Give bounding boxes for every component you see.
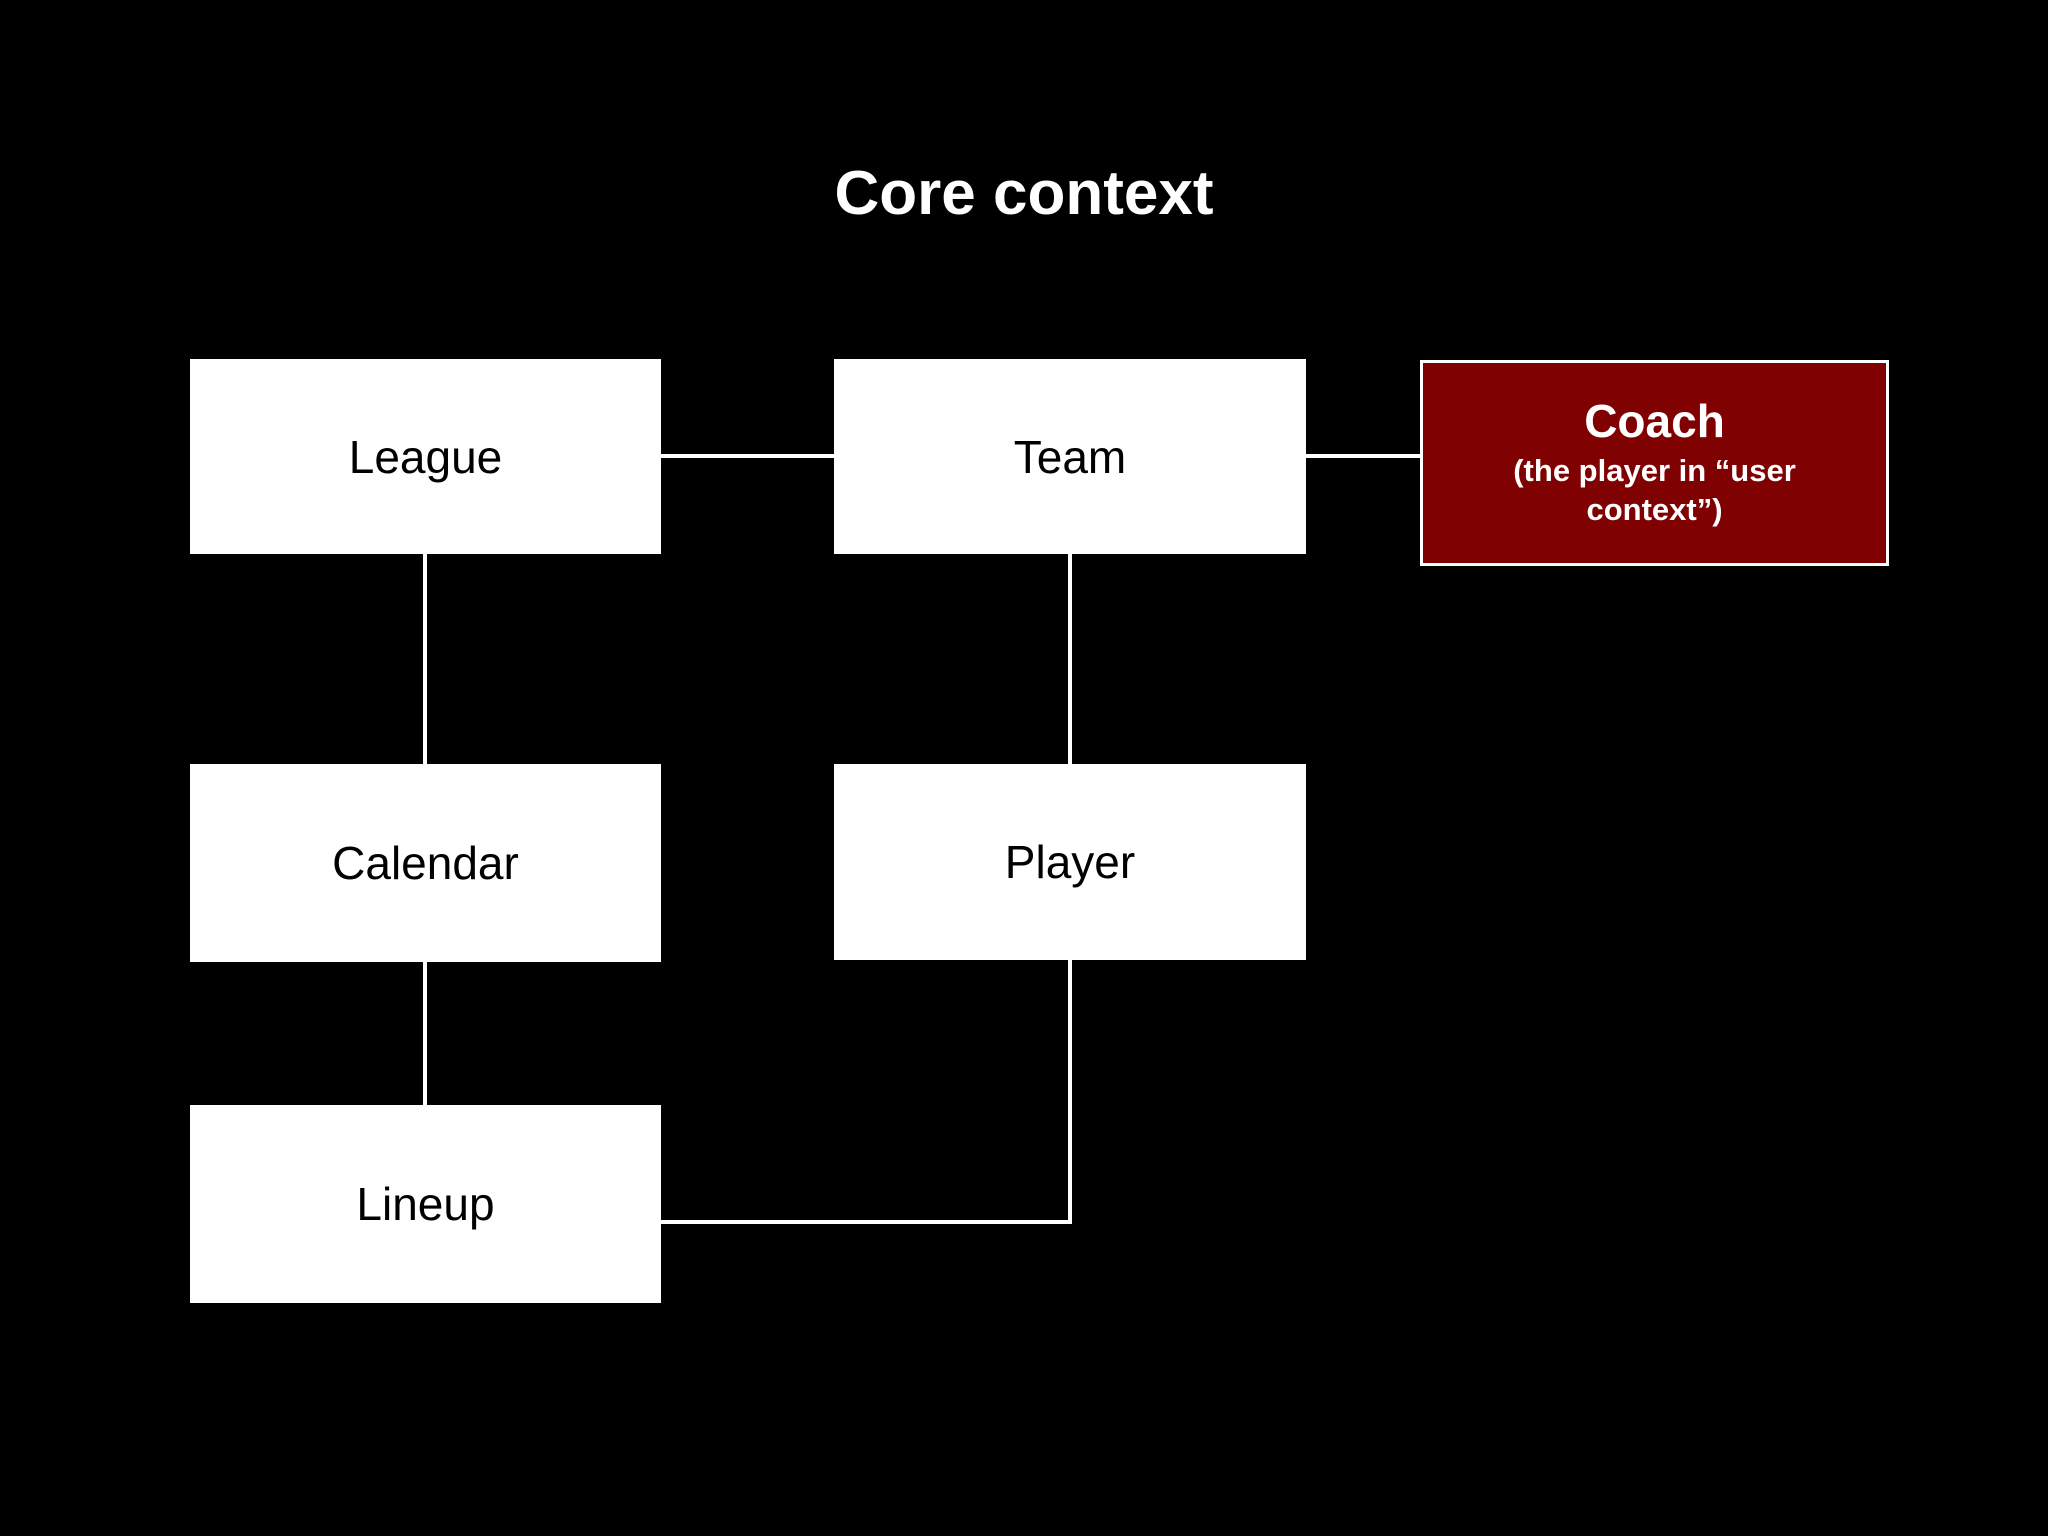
node-team-label: Team [1013,430,1127,483]
node-league: League [190,359,661,554]
node-calendar-label: Calendar [332,837,519,889]
edge-league-calendar [423,554,427,764]
diagram-title: Core context [834,159,1214,228]
node-player-label: Player [1004,836,1136,888]
node-coach-title: Coach [1584,395,1725,448]
node-lineup-label: Lineup [356,1178,495,1230]
edge-lineup-player-vertical [1068,960,1072,1224]
edge-lineup-player-horizontal [661,1220,1072,1224]
node-lineup: Lineup [190,1105,661,1303]
node-team: Team [834,359,1306,554]
edge-league-team [661,454,834,458]
node-coach-subtitle: (the player in “user context”) [1513,452,1796,528]
edge-team-coach [1306,454,1420,458]
node-league-label: League [348,430,503,483]
node-calendar: Calendar [190,764,661,962]
node-coach: Coach (the player in “user context”) [1420,360,1889,566]
edge-calendar-lineup [423,962,427,1105]
edge-team-player [1068,554,1072,764]
node-player: Player [834,764,1306,960]
